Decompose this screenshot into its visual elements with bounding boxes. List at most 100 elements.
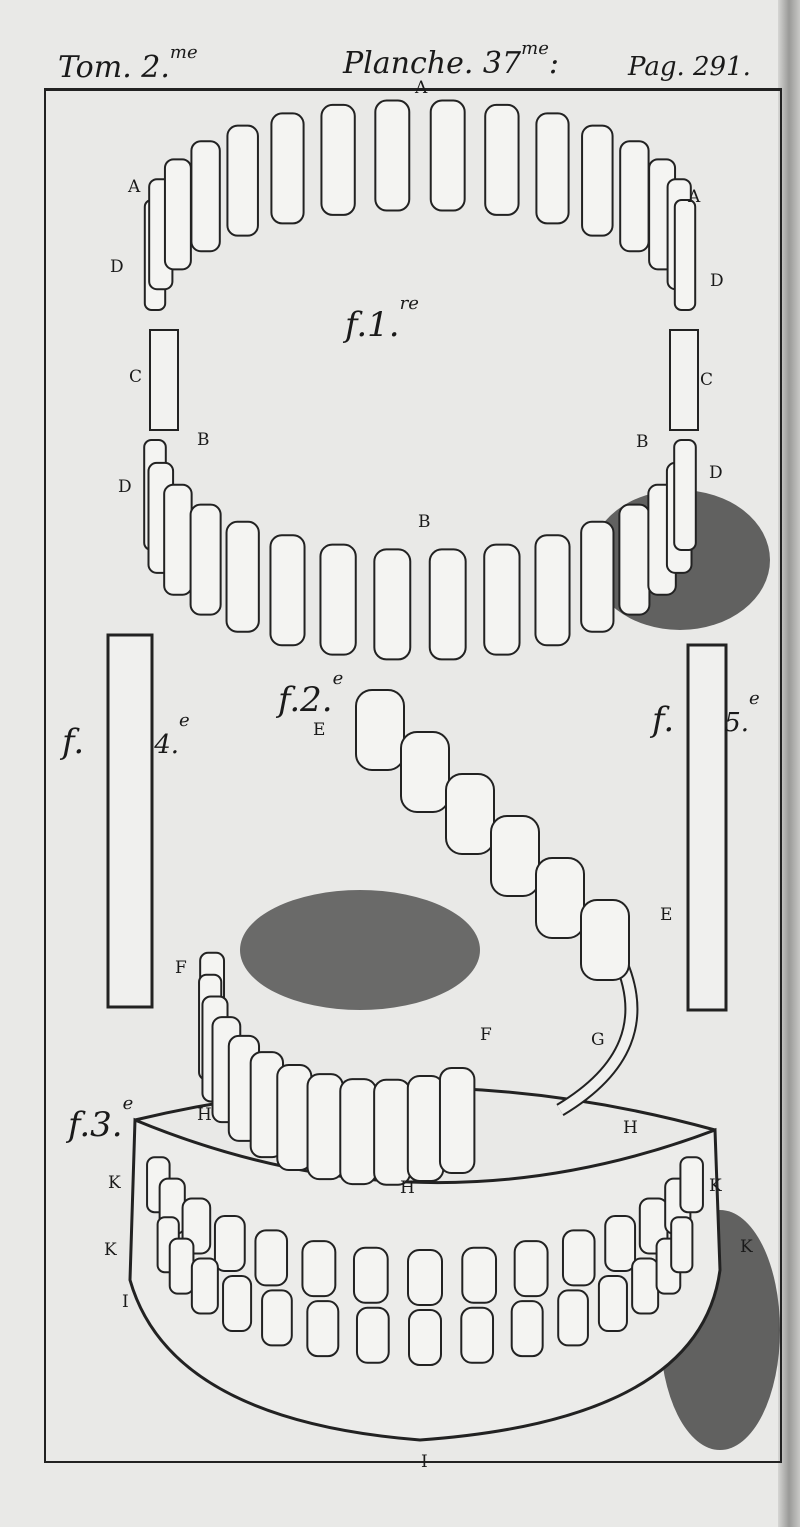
tooth-fig1-upper [163,158,192,271]
label-d-upper-left: D [110,257,124,277]
tooth-fig1-lower [225,520,260,633]
tooth-fig2-lower [339,1078,378,1186]
strap-left [149,329,179,431]
label-d-lower-left: D [118,477,132,497]
tooth-fig3-upper [407,1249,443,1306]
tooth-fig2-lower [306,1073,344,1181]
fig3-text: f.3. [68,1105,123,1145]
label-k-upper-left: K [108,1173,121,1193]
label-k-lower-right: K [740,1237,753,1257]
fig1-sup: re [399,293,419,314]
fig5-text: f. [652,700,675,740]
tooth-fig2-lower [276,1063,313,1171]
tooth-fig1-lower [373,548,412,661]
label-d-lower-right: D [709,463,723,483]
label-e-top: E [313,720,326,740]
tooth-fig1-lower [580,520,615,633]
tooth-fig1-lower [319,543,357,656]
label-g: G [591,1030,605,1050]
tooth-fig3-upper [561,1229,596,1287]
label-c-right: C [700,370,714,390]
tooth-fig3-lower [355,1306,390,1364]
plate-frame [44,88,782,1463]
tooth-fig3-lower [168,1237,195,1295]
figure-4-caption: f.4.e [62,710,190,762]
tooth-fig1-upper [535,112,570,225]
tooth-fig2-lower [438,1067,476,1175]
tome-text: Tom. 2. [58,50,170,85]
tooth-fig3-lower [670,1216,694,1274]
plate-text: Planche. 37 [343,46,522,81]
label-b-left: B [197,430,210,450]
tooth-fig3-upper [513,1240,549,1298]
label-h-right: H [623,1118,638,1138]
tooth-fig2-upper [400,731,450,813]
tooth-fig1-upper [190,140,221,253]
tooth-fig3-upper [461,1246,498,1304]
plate-sup: me [521,38,549,59]
tooth-fig1-lower [534,534,571,647]
tooth-fig1-upper [619,140,650,253]
tooth-fig3-lower [222,1275,253,1333]
tooth-fig1-upper [484,103,520,216]
teeth-group [143,99,704,1366]
tooth-fig2-upper [535,857,585,939]
label-k-lower-left: K [104,1240,117,1260]
tooth-fig2-lower [373,1078,412,1186]
tooth-fig1-lower [483,543,521,656]
tooth-fig1-lower [163,483,193,596]
figure-5-caption: f.5.e [652,688,760,740]
label-i-bottom: I [421,1452,428,1472]
tooth-fig3-lower [631,1257,660,1315]
fig5-num: 5. [724,708,749,738]
tooth-fig3-lower [597,1275,628,1333]
tooth-fig3-upper [352,1246,389,1304]
figure-3-caption: f.3.e [68,1093,133,1145]
tooth-fig3-lower [408,1309,442,1366]
tooth-fig3-upper [213,1215,246,1273]
tooth-fig1-lower [428,548,467,661]
strap-right [669,329,699,431]
tooth-fig1-upper [673,199,697,311]
tooth-fig3-lower [510,1300,544,1358]
tooth-fig1-upper [581,124,614,237]
tooth-fig2-lower [406,1074,445,1182]
label-i-left: I [122,1292,129,1312]
tooth-fig1-lower [269,534,306,647]
figure-2-caption: f.2.e [278,668,343,720]
tooth-fig2-upper [445,773,495,855]
page-number: Pag. 291. [628,52,751,82]
tooth-fig2-upper [580,899,630,981]
tooth-fig1-lower [189,503,222,616]
shadow-fig2 [240,890,480,1010]
tooth-fig1-upper [270,112,305,225]
label-d-upper-right: D [710,271,724,291]
label-f-center: F [480,1025,492,1045]
figure-1-caption: f.1.re [345,293,419,345]
label-e-right: E [660,905,673,925]
tooth-fig2-upper [490,815,540,897]
tooth-fig1-upper [374,99,411,212]
tooth-fig1-upper [226,124,259,237]
tooth-fig3-lower [190,1257,219,1315]
strap-g-fill [557,957,637,1115]
fig2-sup: e [332,668,344,689]
fig2-text: f.2. [278,680,333,720]
tooth-fig1-upper [320,103,356,216]
tooth-fig1-lower [618,503,651,616]
plate-end: : [548,46,559,81]
tome-number: Tom. 2.me [58,42,198,85]
label-a-left: A [128,177,141,197]
tooth-fig1-lower [673,439,697,551]
plate-number: Planche. 37me: [343,38,559,81]
book-binding-edge [778,0,800,1527]
tooth-fig3-upper [301,1240,337,1298]
label-c-left: C [129,367,143,387]
tooth-fig3-upper [604,1215,637,1273]
tooth-fig3-lower [306,1300,340,1358]
tooth-fig3-lower [460,1306,495,1364]
label-a-right: A [688,187,701,207]
tooth-fig3-lower [261,1289,293,1347]
fig3-sup: e [122,1093,134,1114]
fig4-text: f. [62,722,85,762]
